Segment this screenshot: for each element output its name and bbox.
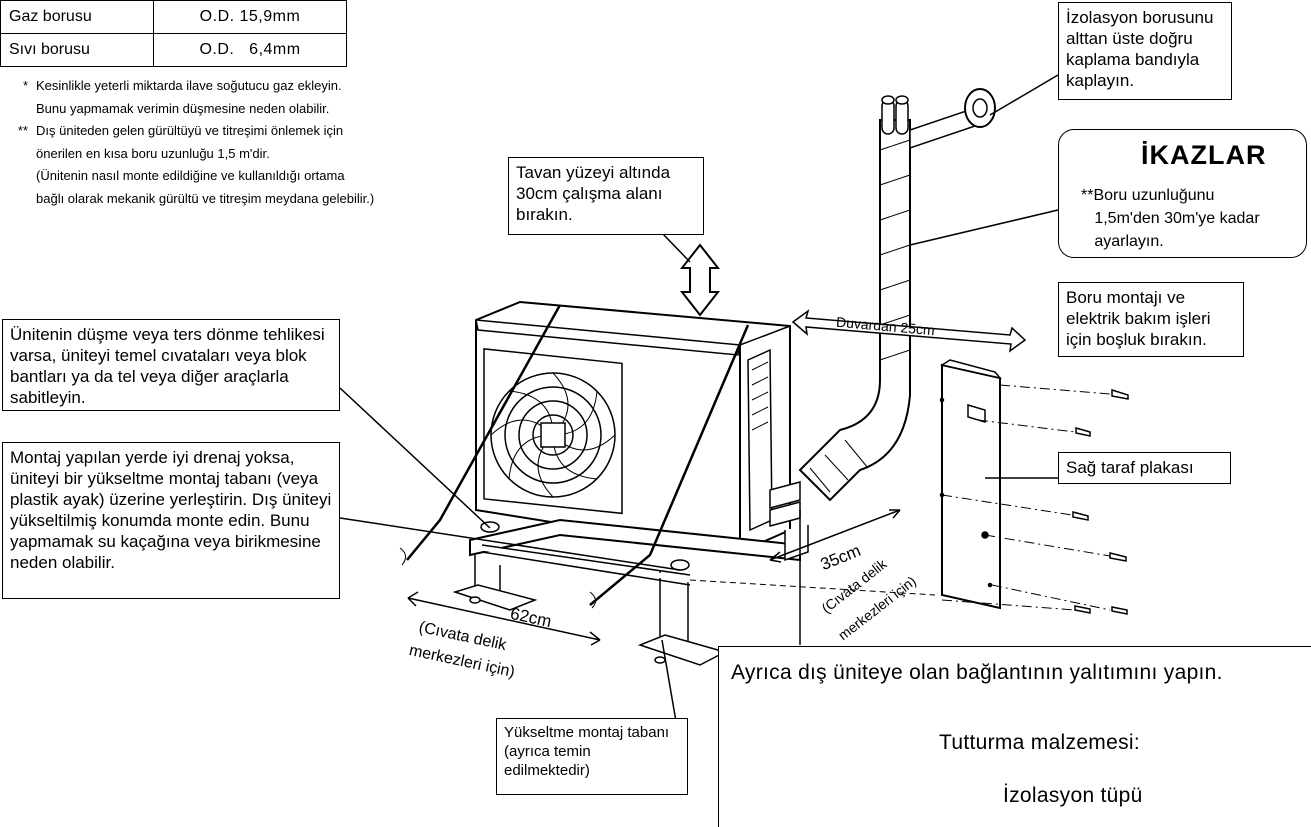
pipe-table: Gaz borusu O.D. 15,9mm Sıvı borusu O.D. … [0,0,347,67]
wall-arrow [791,309,1027,353]
bottom-note: Ayrıca dış üniteye olan bağlantının yalı… [718,646,1311,827]
note-text: önerilen en kısa boru uzunluğu 1,5 m'dir… [36,145,270,161]
right-side-plate [941,363,1001,610]
note-mark: * [22,78,28,93]
pipe-value: O.D. 15,9mm [153,0,347,34]
note-text: (Ünitenin nasıl monte edildiğine ve kull… [36,168,345,183]
service-space-callout: Boru montajı ve elektrik bakım işleri iç… [1058,282,1244,357]
ceiling-arrow [679,243,721,317]
note-text: Kesinlikle yeterli miktarda ilave soğutu… [36,78,342,93]
fan-grille [490,372,616,498]
warning-body: **Boru uzunluğunu 1,5m'den 30m'ye kadar … [1081,187,1260,250]
ceiling-space-callout: Tavan yüzeyi altında 30cm çalışma alanı … [508,157,704,235]
insulation-wrap-callout: İzolasyon borusunu alttan üste doğru kap… [1058,2,1232,100]
raise-base-callout: Yükseltme montaj tabanı (ayrıca temin ed… [496,718,688,795]
note-line: önerilen en kısa boru uzunluğu 1,5 m'dir… [4,143,334,166]
fix-unit-callout: Ünitenin düşme veya ters dönme tehlikesi… [2,319,340,411]
note-text: bağlı olarak mekanik gürültü ve titreşim… [36,190,375,206]
note-line: * Kesinlikle yeterli miktarda ilave soğut… [4,75,342,98]
table-row: Sıvı borusu O.D. 6,4mm [0,33,347,67]
note-line: bağlı olarak mekanik gürültü ve titreşim… [4,188,374,211]
table-row: Gaz borusu O.D. 15,9mm [0,0,347,34]
note-line: ** Dış üniteden gelen gürültüyü ve titreş… [4,120,343,143]
pipe-name: Sıvı borusu [0,33,154,67]
drainage-callout: Montaj yapılan yerde iyi drenaj yoksa, ü… [2,442,340,599]
insulation-tube-label: İzolasyon tüpü [1003,784,1143,807]
pipe-value: O.D. 6,4mm [153,33,347,67]
note-text: Dış üniteden gelen gürültüyü ve titreşim… [36,123,344,138]
pipe-name: Gaz borusu [0,0,154,34]
note-mark: ** [17,123,28,138]
bottom-note-line1: Ayrıca dış üniteye olan bağlantının yalı… [731,661,1223,684]
bottom-note-line2: Tutturma malzemesi: [939,731,1140,754]
warning-title: İKAZLAR [1141,140,1267,170]
right-plate-label: Sağ taraf plakası [1058,452,1231,484]
notes: * Kesinlikle yeterli miktarda ilave soğut… [4,75,374,211]
insulated-pipe [798,119,911,502]
note-line: (Ünitenin nasıl monte edildiğine ve kull… [4,165,345,188]
note-line: Bunu yapmamak verimin düşmesine neden ol… [4,98,334,121]
warning-box: İKAZLAR **Boru uzunluğunu 1,5m'den 30m'y… [1058,129,1307,258]
note-text: Bunu yapmamak verimin düşmesine neden ol… [36,100,330,116]
